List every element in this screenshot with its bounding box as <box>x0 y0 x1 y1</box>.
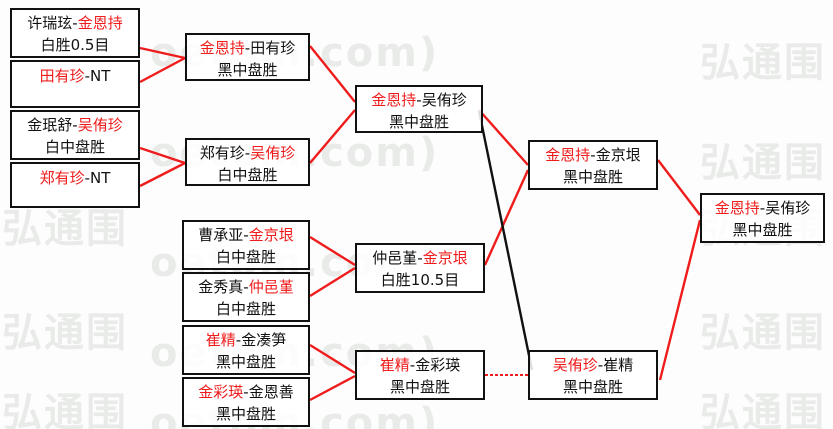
player-winner: 郑有珍 <box>39 169 85 187</box>
match-players-line: 金秀真-仲邑堇 <box>184 276 308 298</box>
match-kim-minseo-vs-oh-yujin[interactable]: 金珉舒-吴侑珍白中盘胜 <box>10 110 140 160</box>
match-result-line: 黑中盘胜 <box>732 221 793 239</box>
player-winner: 金恩持 <box>545 146 591 164</box>
match-result-line: 白胜0.5目 <box>40 36 110 54</box>
player-winner: 金恩持 <box>199 39 245 57</box>
match-result-line: 白中盘胜 <box>217 166 278 184</box>
player-loser: -金京垠 <box>590 146 641 164</box>
match-result-line: 白胜10.5目 <box>380 271 460 289</box>
match-cao-chengya-vs-kim-kyungeun[interactable]: 曹承亚-金京垠白中盘胜 <box>182 220 310 270</box>
match-players-line: 金彩瑛-金恩善 <box>184 381 308 403</box>
link-r4m1-to-final <box>657 159 701 216</box>
match-players-line: 曹承亚-金京垠 <box>184 224 308 246</box>
link-r1m7-to-r2m4 <box>309 343 356 375</box>
match-players-line: 田有珍-NT <box>12 65 138 87</box>
match-result-line: 黑中盘胜 <box>388 113 449 131</box>
player-winner: 金恩持 <box>77 14 123 32</box>
link-r2m1-to-r3m1 <box>309 45 356 103</box>
match-players-line: 吴侑珍-崔精 <box>530 354 656 376</box>
link-r2m3-to-r4m1 <box>483 169 530 266</box>
player-winner: 金京垠 <box>248 226 294 244</box>
match-zheng-youzhen-nt[interactable]: 郑有珍-NT <box>10 162 140 208</box>
link-r3m1-to-r3m2 <box>477 110 534 371</box>
player-loser: 金秀真- <box>198 278 249 296</box>
match-players-line: 崔精-金凑笋 <box>184 329 308 351</box>
link-r1m4-to-r2m2 <box>139 161 186 188</box>
link-r1m1-to-r2m1 <box>139 46 186 60</box>
player-winner: 金彩瑛 <box>198 383 244 401</box>
match-players-line: 金珉舒-吴侑珍 <box>12 114 138 136</box>
match-players-line: 金恩持-吴侑珍 <box>702 197 823 219</box>
player-winner: 金恩持 <box>714 199 760 217</box>
player-loser: -田有珍 <box>244 39 296 57</box>
match-choi-jeong-vs-kim-couyu[interactable]: 崔精-金凑笋黑中盘胜 <box>182 325 310 375</box>
match-result-line: 黑中盘胜 <box>389 378 450 396</box>
player-winner: 崔精 <box>205 331 236 349</box>
player-loser: -吴侑珍 <box>759 199 811 217</box>
player-loser: -崔精 <box>597 356 634 374</box>
match-result-line: 黑中盘胜 <box>217 61 278 79</box>
player-loser: -金凑笋 <box>235 331 287 349</box>
match-oh-yujin-vs-choi-jeong[interactable]: 吴侑珍-崔精黑中盘胜 <box>528 350 658 400</box>
player-loser: -NT <box>84 67 111 85</box>
match-result-line: 黑中盘胜 <box>215 405 276 423</box>
match-players-line: 金恩持-金京垠 <box>530 144 656 166</box>
match-final-kim-eunji-vs-oh-yujin[interactable]: 金恩持-吴侑珍黑中盘胜 <box>700 193 825 243</box>
match-choi-jeong-vs-kim-chaeyoung[interactable]: 崔精-金彩瑛黑中盘胜 <box>355 350 485 400</box>
player-loser: -吴侑珍 <box>416 91 467 109</box>
player-loser: -NT <box>84 169 111 187</box>
match-tian-youzhen-nt[interactable]: 田有珍-NT <box>10 60 140 108</box>
player-loser: 曹承亚- <box>198 226 249 244</box>
player-loser: 许瑞玹- <box>27 14 78 32</box>
link-r3m1-to-r4m1 <box>478 109 529 166</box>
player-winner: 吴侑珍 <box>250 144 296 162</box>
match-result-line: 黑中盘胜 <box>562 378 623 396</box>
match-kim-eunji-vs-oh-yujin[interactable]: 金恩持-吴侑珍黑中盘胜 <box>355 85 483 133</box>
link-r2m2-to-r3m1 <box>309 109 356 164</box>
link-r1m6-to-r2m3 <box>309 266 356 298</box>
match-result-line: 白中盘胜 <box>215 248 276 266</box>
match-eupgeun-vs-kim-kyungeun[interactable]: 仲邑堇-金京垠白胜10.5目 <box>355 243 485 293</box>
player-winner: 崔精 <box>379 356 410 374</box>
match-players-line: 仲邑堇-金京垠 <box>357 247 483 269</box>
link-r1m2-to-r2m1 <box>139 56 186 84</box>
player-loser: 郑有珍- <box>199 144 251 162</box>
player-winner: 仲邑堇 <box>248 278 294 296</box>
match-kim-eunji-vs-tian-youzhen[interactable]: 金恩持-田有珍黑中盘胜 <box>185 33 310 81</box>
player-loser: -金彩瑛 <box>409 356 461 374</box>
match-zheng-youzhen-vs-oh-yujin[interactable]: 郑有珍-吴侑珍白中盘胜 <box>185 138 310 186</box>
match-players-line: 金恩持-田有珍 <box>187 37 308 59</box>
player-winner: 田有珍 <box>39 67 85 85</box>
link-r1m8-to-r2m4 <box>309 374 356 402</box>
match-players-line: 金恩持-吴侑珍 <box>357 89 481 111</box>
link-r3m2-to-final <box>658 219 702 381</box>
match-players-line: 崔精-金彩瑛 <box>357 354 483 376</box>
match-result-line: 白中盘胜 <box>44 138 105 156</box>
match-kim-chaeyoung-vs-kim-eunseon[interactable]: 金彩瑛-金恩善黑中盘胜 <box>182 377 310 427</box>
match-result-line: 黑中盘胜 <box>562 168 623 186</box>
player-winner: 金恩持 <box>371 91 417 109</box>
player-winner: 吴侑珍 <box>552 356 598 374</box>
match-players-line: 郑有珍-NT <box>12 167 138 189</box>
player-loser: -金恩善 <box>243 383 294 401</box>
player-loser: 仲邑堇- <box>372 249 423 267</box>
match-players-line: 许瑞玹-金恩持 <box>12 12 138 34</box>
match-result-line: 白中盘胜 <box>215 300 276 318</box>
link-r1m3-to-r2m2 <box>139 146 186 165</box>
player-loser: 金珉舒- <box>27 116 78 134</box>
match-kim-sujin-vs-choi-jeong-eupgeun[interactable]: 金秀真-仲邑堇白中盘胜 <box>182 272 310 322</box>
match-result-line: 黑中盘胜 <box>215 353 276 371</box>
link-r1m5-to-r2m3 <box>309 235 356 267</box>
match-xu-ruixuan-vs-kim-eunji[interactable]: 许瑞玹-金恩持白胜0.5目 <box>10 8 140 58</box>
player-winner: 金京垠 <box>422 249 468 267</box>
player-winner: 吴侑珍 <box>77 116 123 134</box>
match-players-line: 郑有珍-吴侑珍 <box>187 142 308 164</box>
match-kim-eunji-vs-kim-kyungeun[interactable]: 金恩持-金京垠黑中盘胜 <box>528 140 658 190</box>
